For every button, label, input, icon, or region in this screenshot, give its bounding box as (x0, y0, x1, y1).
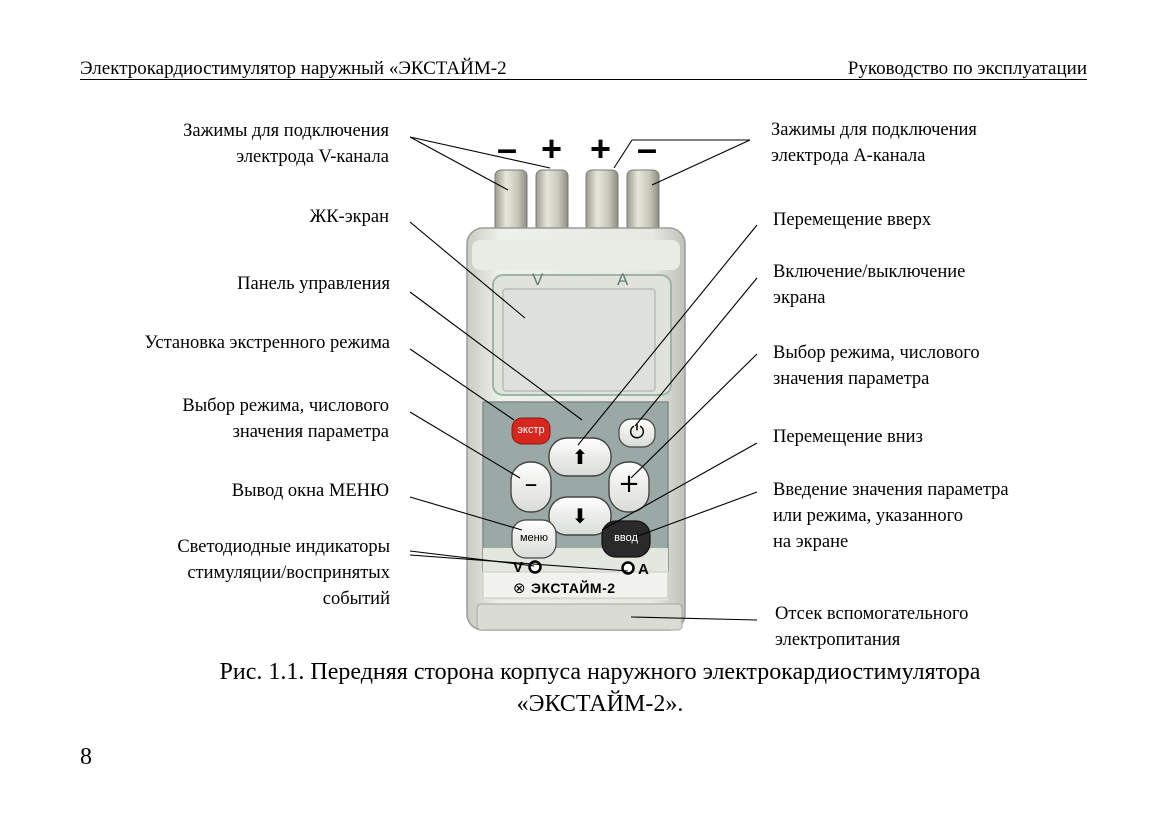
label-move-down: Перемещение вниз (773, 427, 923, 447)
label-emergency-mode: Установка экстренного режима (144, 333, 390, 353)
label-v-terminals: Зажимы для подключения электрода V-канал… (183, 121, 389, 167)
label-menu-output: Вывод окна МЕНЮ (231, 481, 389, 501)
enter-button[interactable]: ввод (614, 532, 638, 544)
down-button-shape[interactable] (548, 496, 612, 536)
figure-caption: Рис. 1.1. Передняя сторона корпуса наруж… (219, 659, 981, 717)
menu-button-shape[interactable] (511, 519, 557, 559)
menu-button[interactable]: меню (519, 532, 548, 544)
brand-symbol-icon: ⊗ (513, 579, 526, 597)
label-control-panel: Панель управления (237, 274, 390, 294)
led-label-a: A (638, 561, 649, 578)
power-button-shape[interactable] (618, 418, 656, 448)
enter-button-shape[interactable] (601, 520, 651, 558)
polarity-a-minus: – (637, 128, 658, 169)
screen-label-a: A (617, 270, 629, 289)
aux-power-compartment[interactable] (476, 603, 683, 631)
polarity-a-plus: + (590, 128, 612, 169)
header-rule (80, 79, 1087, 80)
down-arrow-icon[interactable]: ⬇ (571, 504, 589, 528)
label-screen-toggle: Включение/выключение экрана (773, 262, 966, 308)
label-led-indicators: Светодиодные индикаторы стимуляции/воспр… (177, 537, 390, 609)
page-number: 8 (80, 744, 92, 770)
minus-button[interactable]: – (524, 469, 538, 499)
screen-label-v: V (532, 270, 544, 289)
up-arrow-icon[interactable]: ⬆ (571, 445, 589, 469)
header-manual-title: Руководство по эксплуатации (847, 58, 1087, 79)
label-enter-value: Введение значения параметра или режима, … (773, 480, 1009, 552)
plus-button[interactable]: + (618, 469, 640, 499)
power-icon[interactable]: ⏻ (629, 421, 645, 443)
header-title: Электрокардиостимулятор наружный «ЭКСТАЙ… (80, 58, 507, 79)
label-aux-power: Отсек вспомогательного электропитания (775, 604, 969, 650)
polarity-v-minus: – (497, 128, 518, 169)
label-move-up: Перемещение вверх (773, 210, 932, 230)
emergency-button[interactable]: экстр (517, 424, 545, 436)
label-select-plus: Выбор режима, числового значения парамет… (773, 343, 980, 389)
led-label-v: V (513, 559, 524, 576)
label-lcd: ЖК-экран (309, 207, 389, 227)
label-a-terminals: Зажимы для подключения электрода А-канал… (771, 120, 977, 166)
polarity-v-plus: + (541, 128, 563, 169)
label-select-minus: Выбор режима, числового значения парамет… (182, 396, 389, 442)
minus-button-shape[interactable] (510, 461, 552, 513)
brand-name: ЭКСТАЙМ-2 (531, 580, 616, 596)
emergency-button-shape[interactable] (511, 417, 551, 445)
plus-button-shape[interactable] (608, 461, 650, 513)
up-button-shape[interactable] (548, 437, 612, 477)
lcd-screen (502, 288, 656, 392)
